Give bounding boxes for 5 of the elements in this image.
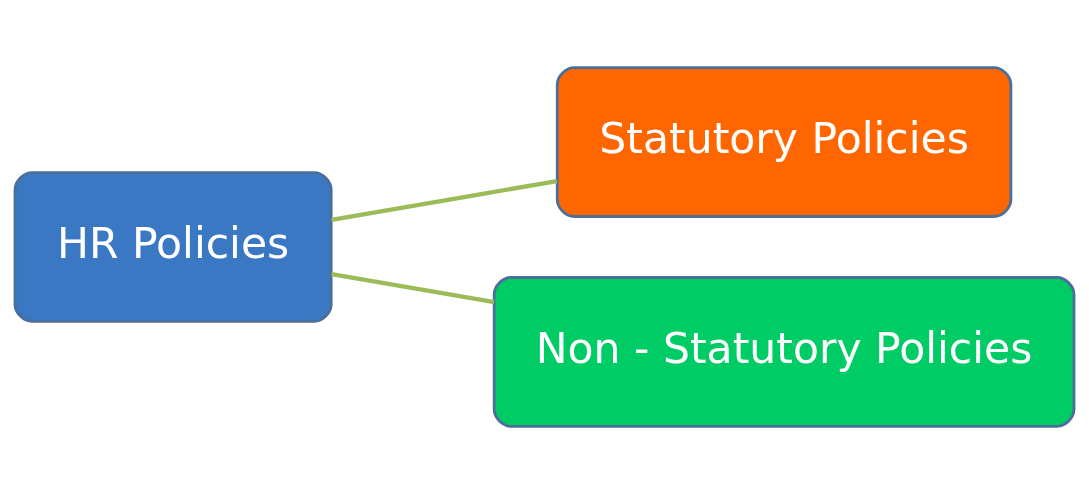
connector [331,178,558,222]
node-box: Non - Statutory Policies [492,275,1076,428]
node-box: HR Policies [13,170,333,323]
node-box: Statutory Policies [555,65,1013,218]
connector [331,271,495,304]
